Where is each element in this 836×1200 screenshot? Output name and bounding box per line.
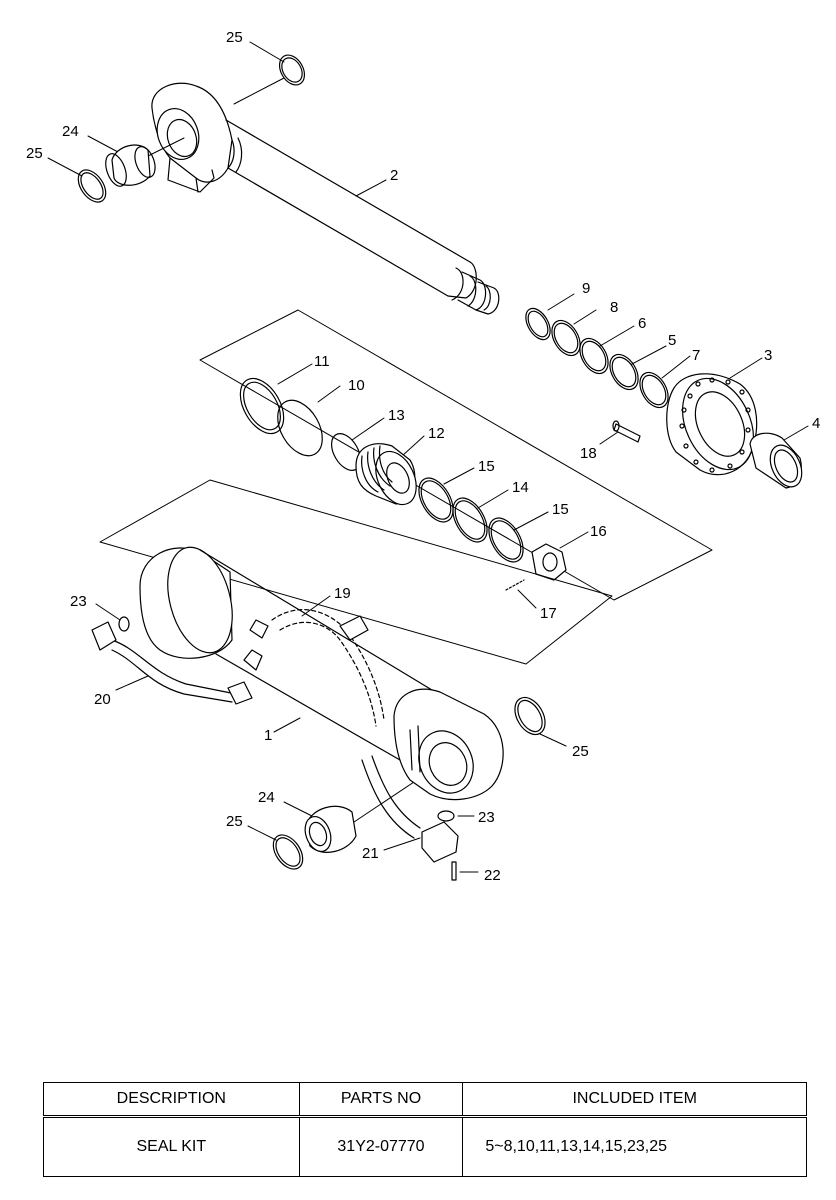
piston-group-frame (199, 309, 713, 601)
table-row: SEAL KIT 31Y2-07770 5~8,10,11,13,14,15,2… (43, 1116, 807, 1177)
cell-parts-no: 31Y2-07770 (298, 1116, 464, 1177)
callout-8: 8 (610, 299, 618, 316)
callout-25d: 25 (226, 813, 243, 830)
callout-21: 21 (362, 845, 379, 862)
callout-labels: 25 24 25 2 9 8 6 5 7 3 4 18 11 10 13 12 … (26, 29, 820, 884)
rod-seals (77, 54, 669, 409)
callout-9: 9 (582, 280, 590, 297)
callout-13: 13 (388, 407, 405, 424)
cell-included-item: 5~8,10,11,13,14,15,23,25 (462, 1116, 807, 1177)
callout-3: 3 (764, 347, 772, 364)
parts-table-header-row: DESCRIPTION PARTS NO INCLUDED ITEM (43, 1082, 807, 1118)
callout-19: 19 (334, 585, 351, 602)
callout-4: 4 (812, 415, 820, 432)
header-description: DESCRIPTION (43, 1082, 300, 1118)
callout-23b: 23 (478, 809, 495, 826)
callout-23a: 23 (70, 593, 87, 610)
callout-17: 17 (540, 605, 557, 622)
callout-14: 14 (512, 479, 529, 496)
piston-rod (151, 82, 500, 315)
callout-2: 2 (390, 167, 398, 184)
callout-6: 6 (638, 315, 646, 332)
bushing-4 (749, 432, 803, 489)
callout-24b: 24 (258, 789, 275, 806)
cylinder-tube (91, 546, 546, 881)
callout-10: 10 (348, 377, 365, 394)
callout-1: 1 (264, 727, 272, 744)
callout-24a: 24 (62, 123, 79, 140)
callout-20: 20 (94, 691, 111, 708)
callout-15a: 15 (478, 458, 495, 475)
cell-description: SEAL KIT (43, 1116, 300, 1177)
callout-25a: 25 (226, 29, 243, 46)
parts-table: DESCRIPTION PARTS NO INCLUDED ITEM SEAL … (43, 1082, 807, 1177)
header-parts-no: PARTS NO (298, 1082, 464, 1118)
callout-5: 5 (668, 332, 676, 349)
callout-12: 12 (428, 425, 445, 442)
gland (612, 373, 758, 476)
exploded-parts-diagram: 25 24 25 2 9 8 6 5 7 3 4 18 11 10 13 12 … (26, 29, 820, 884)
callout-15b: 15 (552, 501, 569, 518)
leader-lines (47, 41, 809, 873)
callout-25c: 25 (572, 743, 589, 760)
callout-11: 11 (314, 353, 330, 370)
callout-25b: 25 (26, 145, 43, 162)
callout-22: 22 (484, 867, 501, 884)
tube-group-frame (99, 479, 613, 665)
callout-7: 7 (692, 347, 700, 364)
callout-18: 18 (580, 445, 597, 462)
callout-16: 16 (590, 523, 607, 540)
header-included-item: INCLUDED ITEM (462, 1082, 807, 1118)
piston-parts (239, 377, 567, 591)
